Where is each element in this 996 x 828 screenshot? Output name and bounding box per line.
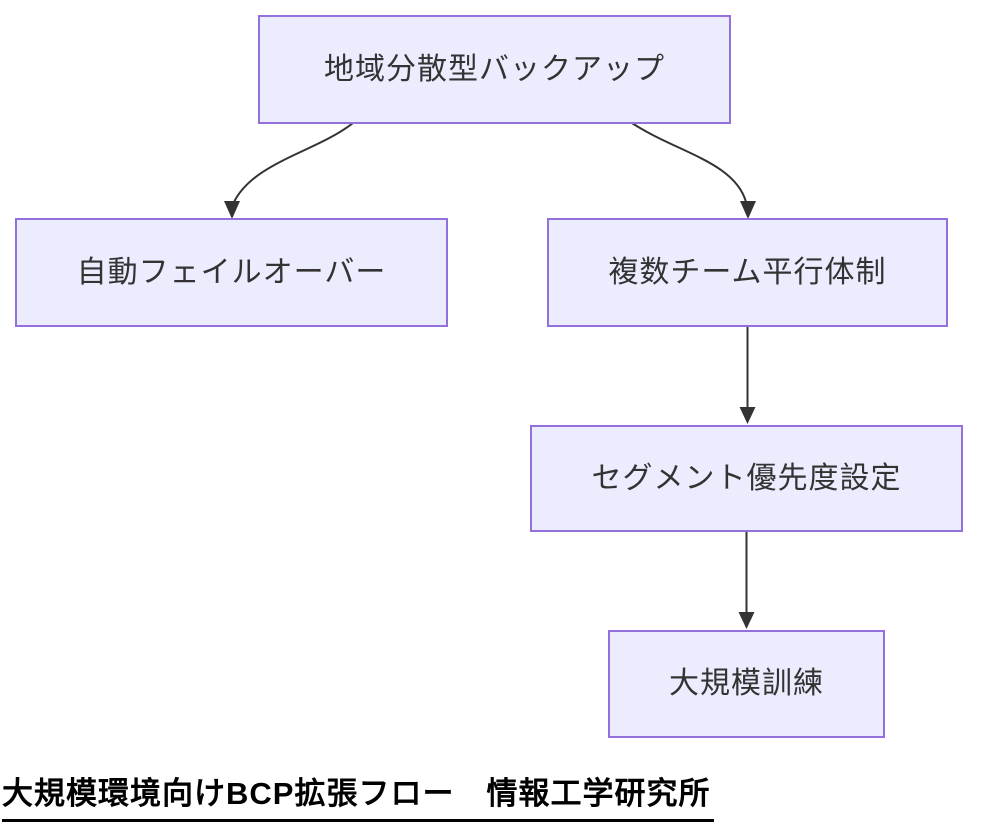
node-regional-distributed-backup: 地域分散型バックアップ <box>258 15 731 124</box>
arrowhead-segment <box>739 407 756 424</box>
arrowhead-training <box>738 612 755 629</box>
arrowhead-teams <box>740 201 756 219</box>
node-label: 複数チーム平行体制 <box>608 255 887 289</box>
arrowhead-failover <box>224 201 240 219</box>
edge-backup-to-teams <box>631 122 747 203</box>
diagram-caption: 大規模環境向けBCP拡張フロー 情報工学研究所 <box>2 768 715 822</box>
node-label: 大規模訓練 <box>669 667 824 700</box>
node-label: セグメント優先度設定 <box>591 461 902 495</box>
edge-backup-to-failover <box>233 122 354 203</box>
node-auto-failover: 自動フェイルオーバー <box>15 218 448 327</box>
node-label: 自動フェイルオーバー <box>76 255 387 289</box>
node-large-scale-training: 大規模訓練 <box>608 630 885 738</box>
node-multi-team-parallel: 複数チーム平行体制 <box>547 218 948 327</box>
node-label: 地域分散型バックアップ <box>324 52 665 86</box>
node-segment-priority: セグメント優先度設定 <box>530 425 963 532</box>
